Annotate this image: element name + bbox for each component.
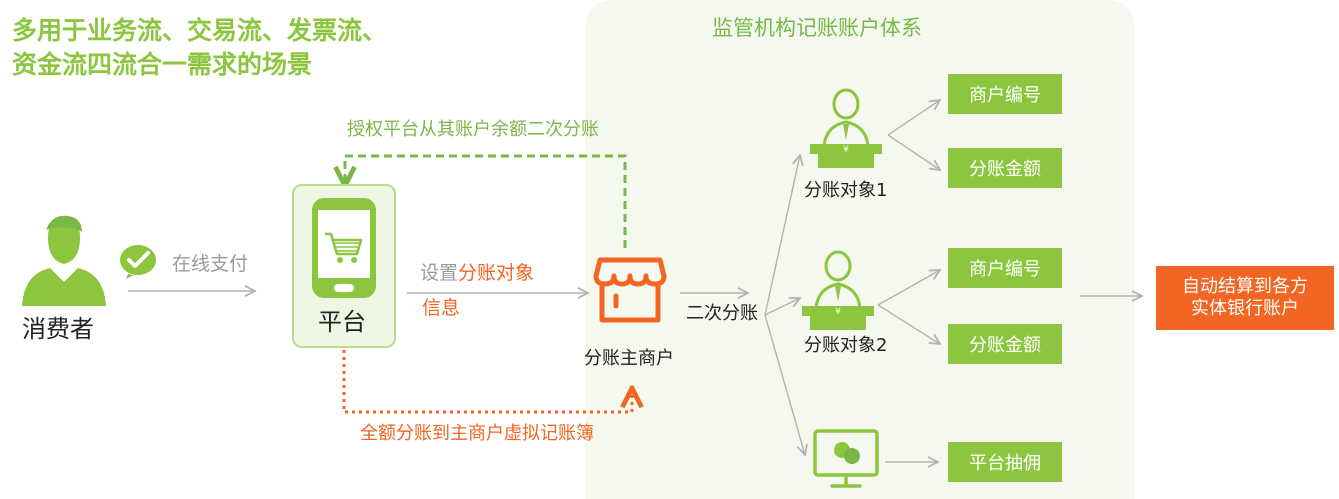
consumer-label: 消费者 xyxy=(22,315,94,343)
split-target-1-icon: ¥ xyxy=(810,88,882,168)
set-info-suffix: 信息 xyxy=(422,297,461,319)
target2-merchant-no-box: 商户编号 xyxy=(948,248,1062,288)
store-icon xyxy=(593,257,667,323)
target2-to-merchant-no xyxy=(877,270,940,306)
set-info-prefix: 设置 xyxy=(420,262,459,284)
split-target-2-label: 分账对象2 xyxy=(804,335,888,356)
target1-amount-box: 分账金额 xyxy=(948,148,1062,188)
set-info-label: 设置分账对象 xyxy=(420,262,535,285)
platform-label: 平台 xyxy=(318,308,366,336)
wechat-pay-icon xyxy=(120,245,156,279)
authorize-loop-arrow xyxy=(345,154,627,248)
commission-box: 平台抽佣 xyxy=(948,442,1062,482)
headline: 多用于业务流、交易流、发票流、 资金流四流合一需求的场景 xyxy=(12,14,387,82)
monitor-coins-icon xyxy=(813,429,879,488)
split-target-1-label: 分账对象1 xyxy=(804,180,888,201)
full-split-label: 全额分账到主商户虚拟记账簿 xyxy=(360,423,594,444)
mobile-cart-icon xyxy=(312,198,376,298)
main-merchant-label: 分账主商户 xyxy=(584,348,674,369)
settlement-box: 自动结算到各方 实体银行账户 xyxy=(1156,266,1334,330)
target1-to-merchant-no xyxy=(887,100,940,136)
settlement-line2: 实体银行账户 xyxy=(1191,298,1299,319)
target1-yen-mark: ¥ xyxy=(843,145,849,155)
settlement-line1: 自动结算到各方 xyxy=(1182,276,1308,297)
panel-title: 监管机构记账账户体系 xyxy=(712,16,922,40)
target2-to-amount xyxy=(877,304,940,344)
authorize-label: 授权平台从其账户余额二次分账 xyxy=(347,119,599,140)
fan-to-commission xyxy=(764,314,805,455)
fan-to-target2 xyxy=(764,298,800,316)
split-target-2-icon: ¥ xyxy=(802,250,874,330)
online-pay-label: 在线支付 xyxy=(172,253,249,275)
headline-line2: 资金流四流合一需求的场景 xyxy=(12,50,313,79)
target1-to-amount xyxy=(887,134,940,170)
set-info-highlight: 分账对象 xyxy=(458,262,535,284)
fan-to-target1 xyxy=(764,155,800,316)
target2-amount-box: 分账金额 xyxy=(948,324,1062,364)
headline-line1: 多用于业务流、交易流、发票流、 xyxy=(12,16,388,45)
target2-yen-mark: ¥ xyxy=(835,307,841,317)
consumer-icon xyxy=(22,215,106,306)
full-split-loop-arrow xyxy=(342,350,632,414)
target1-merchant-no-box: 商户编号 xyxy=(948,74,1062,114)
secondary-split-label: 二次分账 xyxy=(686,303,758,324)
